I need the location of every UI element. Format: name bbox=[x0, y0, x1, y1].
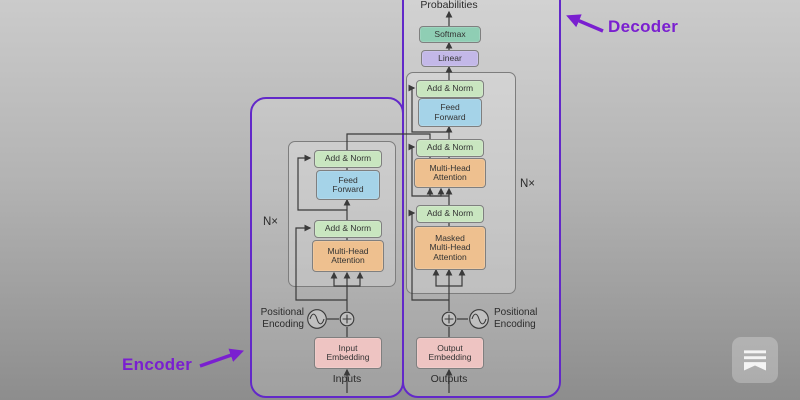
encoder-pointer-arrow bbox=[199, 348, 244, 368]
probabilities-label: Probabilities bbox=[420, 0, 478, 11]
encoder-input-embedding: Input Embedding bbox=[314, 337, 382, 369]
encoder-add-norm-bottom: Add & Norm bbox=[314, 220, 382, 238]
encoder-multi-head-attention: Multi-Head Attention bbox=[312, 240, 384, 272]
decoder-feed-forward: Feed Forward bbox=[418, 98, 482, 127]
encoder-feed-forward: Feed Forward bbox=[316, 170, 380, 200]
decoder-linear: Linear bbox=[421, 50, 479, 67]
decoder-multi-head-attention: Multi-Head Attention bbox=[414, 158, 486, 188]
decoder-outputs-label: Outputs bbox=[430, 373, 468, 385]
encoder-annotation-label: Encoder bbox=[122, 355, 193, 374]
encoder-positional-encoding-label: Positional Encoding bbox=[260, 307, 304, 330]
decoder-add-norm-top: Add & Norm bbox=[416, 80, 484, 98]
encoder-inputs-label: Inputs bbox=[332, 373, 362, 385]
decoder-add-norm-mid: Add & Norm bbox=[416, 139, 484, 157]
decoder-nx-label: N× bbox=[520, 178, 536, 190]
plus-circle-icon bbox=[441, 311, 457, 327]
plus-circle-icon bbox=[339, 311, 355, 327]
decoder-softmax: Softmax bbox=[419, 26, 481, 43]
decoder-masked-multi-head-attention: Masked Multi-Head Attention bbox=[414, 226, 486, 270]
substack-logo bbox=[732, 337, 778, 383]
decoder-add-norm-bottom: Add & Norm bbox=[416, 205, 484, 223]
decoder-annotation-label: Decoder bbox=[608, 17, 679, 36]
sine-wave-icon bbox=[307, 309, 327, 329]
decoder-output-embedding: Output Embedding bbox=[416, 337, 484, 369]
decoder-pointer-arrow bbox=[566, 14, 604, 33]
sine-wave-icon bbox=[469, 309, 489, 329]
encoder-nx-label: N× bbox=[263, 216, 279, 228]
substack-flag-logo-icon bbox=[744, 350, 766, 371]
decoder-positional-encoding-label: Positional Encoding bbox=[494, 307, 538, 330]
encoder-add-norm-top: Add & Norm bbox=[314, 150, 382, 168]
